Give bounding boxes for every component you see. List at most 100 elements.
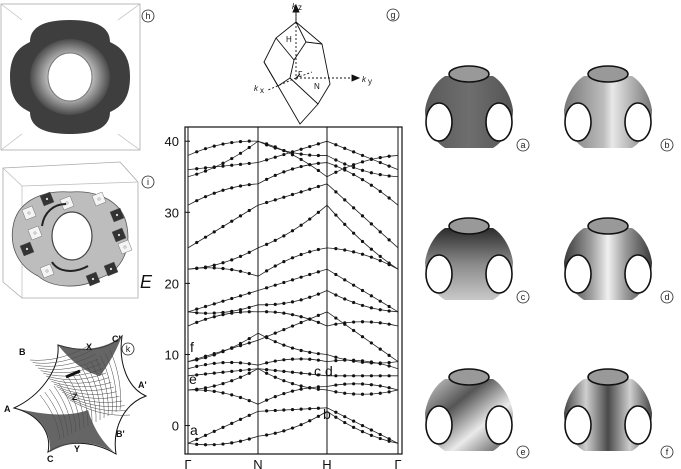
band-dot xyxy=(343,146,347,150)
band-dot xyxy=(265,361,269,365)
band-dot xyxy=(343,420,347,425)
panel-h-frame xyxy=(0,3,141,151)
band-dot xyxy=(247,310,251,314)
band-dot xyxy=(273,331,277,335)
band-dot xyxy=(273,368,277,373)
band-dot xyxy=(352,392,356,396)
band-dot xyxy=(299,223,303,227)
sphere-label: d xyxy=(664,292,669,302)
band-dot xyxy=(203,433,208,437)
band-dot xyxy=(238,184,243,188)
band-dot xyxy=(212,266,216,270)
y-tick-label: 40 xyxy=(165,134,179,149)
band-dot xyxy=(247,398,251,403)
band-dot xyxy=(247,367,251,372)
band-dot xyxy=(221,261,225,265)
band-dot xyxy=(308,153,312,157)
band-dot xyxy=(369,428,373,432)
sphere-right-opening xyxy=(624,405,652,445)
kz-sub: z xyxy=(298,3,302,12)
panel-g-badge xyxy=(386,8,400,22)
band-dot xyxy=(360,423,365,428)
sphere-e: e xyxy=(425,368,530,459)
band-dot xyxy=(334,374,338,378)
sphere-label: e xyxy=(520,447,525,457)
band-dot xyxy=(387,309,391,313)
band-dot xyxy=(299,371,303,375)
band-dot xyxy=(230,309,234,313)
band-dot xyxy=(238,214,243,218)
band-dot xyxy=(369,320,373,324)
band-dot xyxy=(334,247,338,251)
band-dot xyxy=(316,313,320,317)
band-dot xyxy=(265,142,269,146)
sphere-label: b xyxy=(664,140,669,150)
band-dot xyxy=(343,248,347,252)
band-dot xyxy=(378,160,382,165)
band-dot xyxy=(273,359,277,363)
band-dot xyxy=(316,387,320,391)
band-dot xyxy=(308,317,312,321)
band-dot xyxy=(247,341,251,345)
band-dot xyxy=(316,142,320,146)
band-dot xyxy=(282,170,286,174)
band-dot xyxy=(203,354,208,358)
band-dot xyxy=(212,191,216,195)
band-dot xyxy=(238,361,243,365)
band-dot xyxy=(334,410,338,414)
band-dot xyxy=(334,158,338,162)
band-dot xyxy=(290,370,295,374)
label-Y: Y xyxy=(74,444,80,454)
band-dot xyxy=(369,294,373,298)
band-dot xyxy=(316,153,320,158)
band-dot xyxy=(282,301,286,305)
band-dot xyxy=(308,163,312,167)
band-dot xyxy=(316,352,320,356)
band-dot xyxy=(195,172,199,176)
sphere-right-opening xyxy=(485,102,513,142)
band-dot xyxy=(230,296,234,301)
bz-outline xyxy=(263,21,331,125)
sphere-right-opening xyxy=(624,102,652,142)
sphere-label: f xyxy=(666,447,669,457)
band-dot xyxy=(212,230,216,234)
band-dot xyxy=(203,166,208,170)
band-dot xyxy=(238,254,243,258)
band-dot xyxy=(378,391,382,395)
band-dot xyxy=(352,328,356,333)
band-dot xyxy=(212,351,216,356)
band-dot xyxy=(230,140,234,145)
band-curve xyxy=(187,407,399,444)
band-dot xyxy=(352,300,356,305)
band-dot xyxy=(360,360,365,364)
band-dot xyxy=(212,389,216,393)
label-Z: Z xyxy=(72,392,78,402)
band-dot xyxy=(282,358,286,362)
band-dot xyxy=(265,367,269,372)
sphere-c: c xyxy=(425,217,530,304)
band-dot xyxy=(230,379,234,383)
band-dot xyxy=(238,308,243,312)
band-dot xyxy=(230,421,234,425)
band-dot xyxy=(290,357,295,361)
label-A: A xyxy=(4,404,11,414)
sphere-badge xyxy=(516,445,530,459)
band-dot xyxy=(387,154,391,158)
band-curve xyxy=(187,268,399,313)
band-dot xyxy=(212,263,216,267)
band-dot xyxy=(195,199,199,203)
band-curve xyxy=(187,204,399,270)
band-dot xyxy=(360,335,365,339)
band-dot xyxy=(387,437,391,441)
band-dot xyxy=(378,436,382,441)
band-dot xyxy=(343,391,347,395)
band-dot xyxy=(195,311,199,315)
label-C-prime: C' xyxy=(112,334,121,344)
band-dot xyxy=(247,437,251,441)
band-dot xyxy=(265,200,269,205)
band-dot xyxy=(195,437,199,441)
band-dot xyxy=(230,360,234,365)
band-dot xyxy=(299,407,303,411)
band-dot xyxy=(334,164,338,168)
